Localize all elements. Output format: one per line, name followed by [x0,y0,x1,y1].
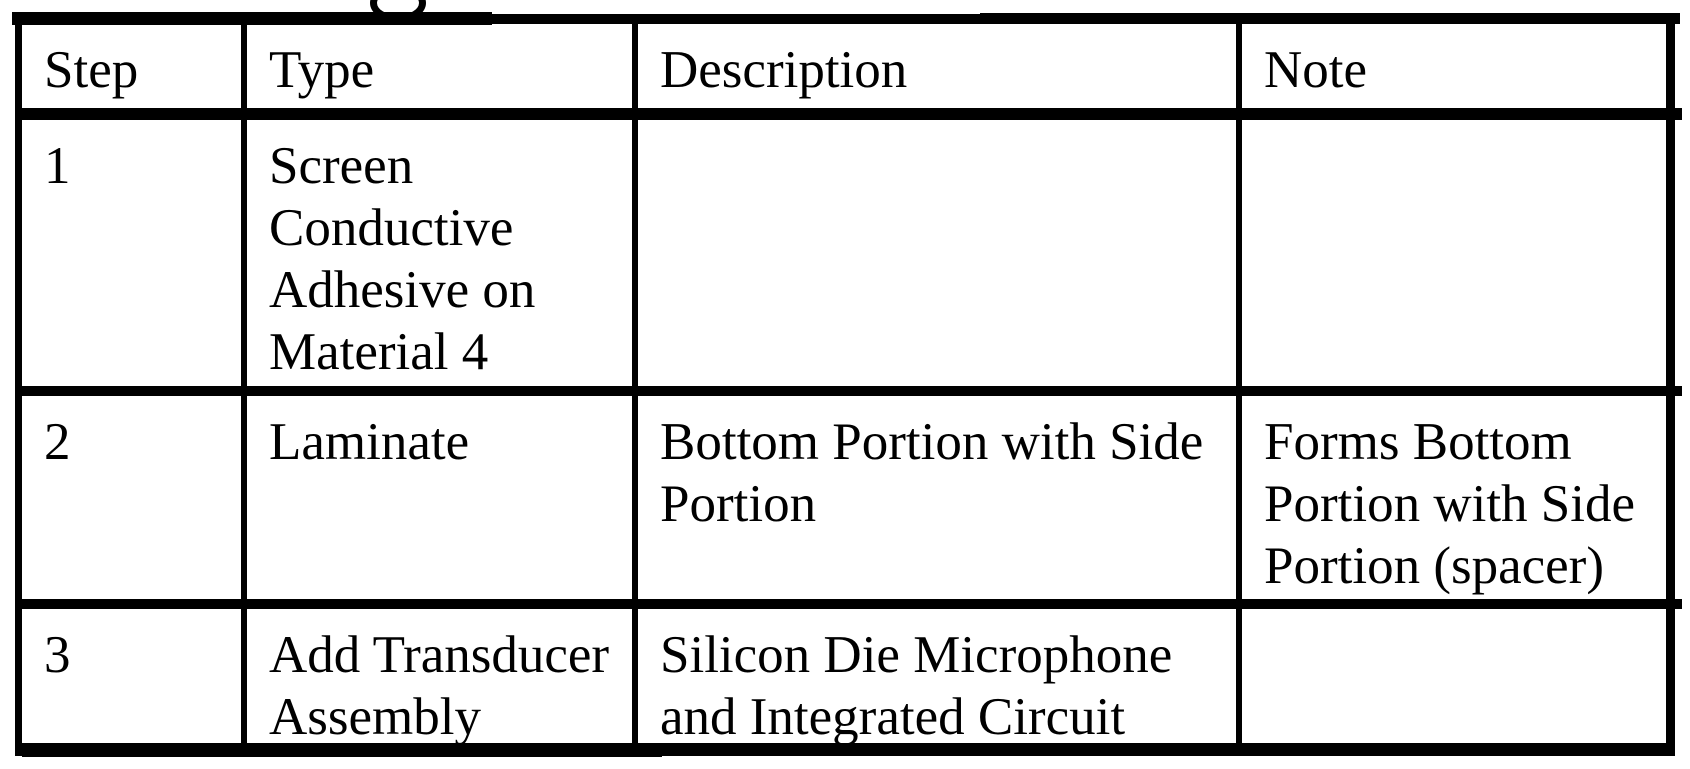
table-row: 1 Screen Conductive Adhesive on Material… [22,114,1682,396]
cell-type: Laminate [244,391,638,609]
column-header-description: Description [635,24,1242,120]
cell-type: Add Transducer Assembly [244,604,638,748]
cell-description [635,114,1242,396]
cell-note: Forms Bottom Portion with Side Portion (… [1239,391,1682,609]
scan-noise-bottom-border [22,744,662,757]
cell-type: Screen Conductive Adhesive on Material 4 [244,114,638,396]
table-row: 2 Laminate Bottom Portion with Side Port… [22,391,1682,609]
cell-description: Silicon Die Microphone and Integrated Ci… [635,604,1242,748]
cell-step: 3 [22,604,247,748]
header-row: Step Type Description Note [22,24,1682,120]
cell-note [1239,604,1682,748]
column-header-note: Note [1239,24,1682,120]
cell-step: 2 [22,391,247,609]
column-header-type: Type [244,24,638,120]
scan-noise-top-border [980,13,1680,24]
steps-table: Step Type Description Note 1 Screen Cond… [22,24,1682,748]
scan-noise-bottom-border [900,745,1670,756]
process-steps-table: Step Type Description Note 1 Screen Cond… [15,14,1682,756]
table-row: 3 Add Transducer Assembly Silicon Die Mi… [22,604,1682,748]
column-header-step: Step [22,24,247,120]
scan-noise-top-border [12,12,492,25]
cell-step: 1 [22,114,247,396]
cell-note [1239,114,1682,396]
cell-description: Bottom Portion with Side Portion [635,391,1242,609]
